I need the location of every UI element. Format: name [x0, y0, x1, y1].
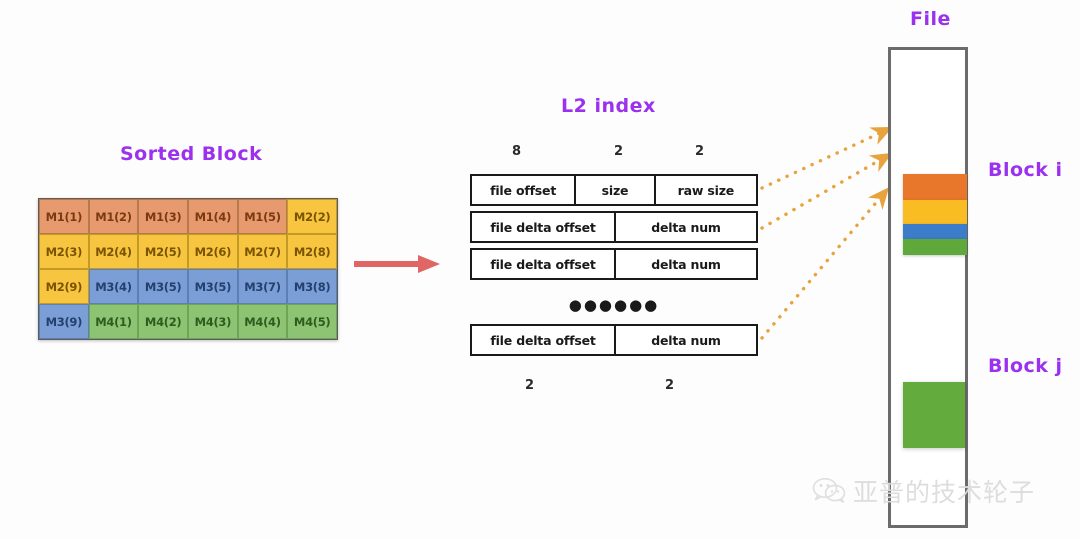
sorted-block-cell: M1(4): [188, 199, 238, 234]
size-label-file-offset-top: 8: [512, 144, 522, 159]
sorted-block-cell: M3(8): [287, 269, 337, 304]
size-label-file-delta-offset-bottom: 2: [525, 378, 535, 393]
flow-arrow-right-icon: [354, 255, 440, 273]
size-label-size-top: 2: [614, 144, 624, 159]
sorted-block-cell: M4(3): [188, 304, 238, 339]
l2-delta-row: file delta offset delta num: [470, 248, 758, 280]
block-i-stripe-blue: [903, 224, 967, 239]
sorted-block-title: Sorted Block: [120, 143, 263, 165]
sorted-block-cell: M4(4): [237, 304, 288, 339]
dotted-arrow-to-block-i-stripe-1: [760, 126, 893, 190]
sorted-block-cell: M3(5): [138, 269, 188, 304]
l2-cell-delta-num: delta num: [614, 250, 756, 278]
dotted-arrow-to-block-i-stripe-2: [760, 152, 893, 230]
sorted-block-cell: M4(2): [138, 304, 188, 339]
file-title: File: [910, 8, 951, 30]
block-j-label: Block j: [988, 355, 1063, 377]
sorted-block-cell: M2(3): [39, 234, 89, 269]
sorted-block-cell: M3(9): [39, 304, 89, 339]
l2-delta-row: file delta offset delta num: [470, 211, 758, 243]
block-j-rect: [903, 382, 965, 448]
sorted-block-grid: M1(1)M1(2)M1(3)M1(4)M1(5)M2(2) M2(3)M2(4)…: [38, 198, 338, 340]
l2-index-title: L2 index: [561, 95, 656, 117]
l2-cell-file-delta-offset: file delta offset: [490, 219, 596, 235]
l2-ellipsis: ●●●●●●: [568, 296, 660, 314]
l2-cell-size: size: [574, 176, 654, 204]
dotted-arrow-to-block-i-stripe-3: [760, 187, 890, 340]
l2-cell-file-delta-offset: file delta offset: [490, 256, 596, 272]
sorted-block-cell: M1(2): [88, 199, 139, 234]
watermark-text: 亚普的技术轮子: [853, 478, 1036, 507]
sorted-block-cell: M1(1): [39, 199, 89, 234]
sorted-block-cell: M4(1): [88, 304, 139, 339]
l2-cell-file-delta-offset: file delta offset: [490, 332, 596, 348]
sorted-block-cell: M3(5): [188, 269, 238, 304]
size-label-raw-size-top: 2: [695, 144, 705, 159]
block-i-stripe-orange: [903, 174, 967, 200]
l2-cell-file-offset: file offset: [490, 182, 557, 198]
size-label-delta-num-bottom: 2: [665, 378, 675, 393]
l2-delta-row: file delta offset delta num: [470, 324, 758, 356]
l2-index-last-row-wrap: file delta offset delta num: [470, 324, 758, 361]
block-i-label: Block i: [988, 159, 1063, 181]
sorted-block-cell: M2(9): [39, 269, 89, 304]
sorted-block-cell: M2(4): [88, 234, 139, 269]
sorted-block-cell: M1(5): [237, 199, 288, 234]
block-i-stripe-yellow: [903, 200, 967, 224]
block-i-stripe-green: [903, 239, 967, 255]
wechat-icon: [812, 478, 846, 503]
l2-cell-raw-size: raw size: [653, 176, 756, 204]
sorted-block-cell: M4(5): [287, 304, 337, 339]
sorted-block-cell: M2(5): [138, 234, 188, 269]
sorted-block-cell: M1(3): [138, 199, 188, 234]
l2-cell-delta-num: delta num: [614, 213, 756, 241]
watermark: 亚普的技术轮子: [812, 473, 1035, 509]
file-column: [888, 47, 968, 528]
l2-index-table: file offset size raw size file delta off…: [470, 174, 758, 285]
l2-header-row: file offset size raw size: [470, 174, 758, 206]
sorted-block-cell: M2(6): [188, 234, 238, 269]
sorted-block-cell: M2(7): [237, 234, 288, 269]
sorted-block-cell: M3(4): [88, 269, 139, 304]
l2-cell-delta-num: delta num: [614, 326, 756, 354]
sorted-block-cell: M3(7): [237, 269, 288, 304]
sorted-block-cell: M2(2): [287, 199, 337, 234]
sorted-block-cell: M2(8): [287, 234, 337, 269]
